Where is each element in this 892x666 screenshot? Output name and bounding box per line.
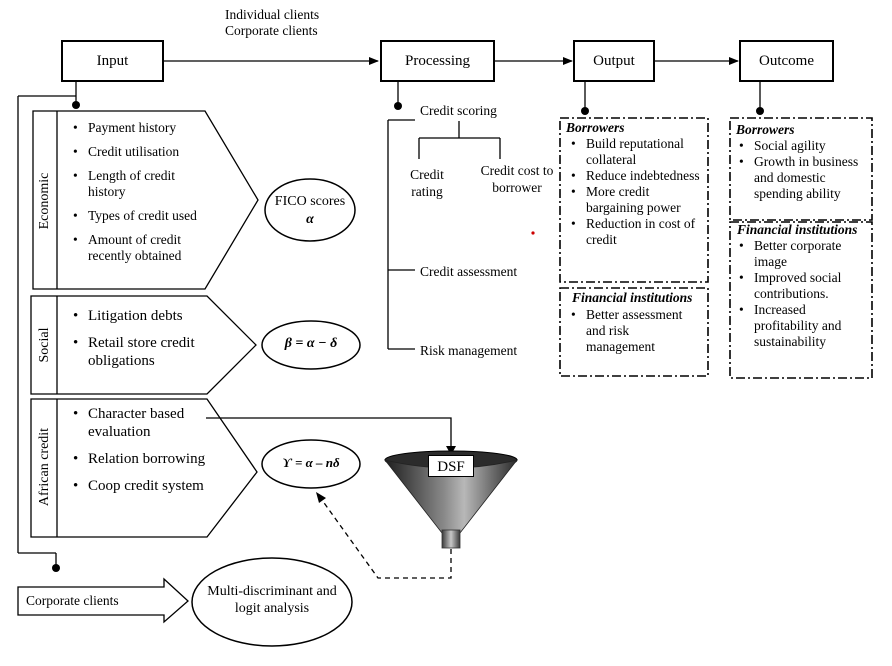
- beta-formula: β = α − δ: [284, 336, 338, 351]
- list-item: Better corporate image: [736, 238, 866, 270]
- risk-management-label: Risk management: [420, 343, 518, 358]
- top-label-corporate: Corporate clients: [225, 23, 318, 38]
- list-item: Increased profitability and sustainabili…: [736, 302, 866, 350]
- credit-rating-label: Credit rating: [410, 167, 444, 199]
- output-fi-title: Financial institutions: [572, 290, 693, 305]
- multi-discriminant-ellipse: [191, 557, 353, 647]
- stray-dot: [531, 231, 535, 235]
- output-borrowers-list: Build reputational collateral Reduce ind…: [568, 136, 706, 248]
- credit-scoring-label: Credit scoring: [420, 103, 497, 118]
- list-item: Payment history: [70, 120, 210, 136]
- list-item: Reduction in cost of credit: [568, 216, 706, 248]
- list-item: Reduce indebtedness: [568, 168, 706, 184]
- upsilon-formula: ϒ = α – nδ: [282, 455, 340, 470]
- fico-label: FICO scores: [274, 194, 346, 209]
- list-item: Relation borrowing: [70, 450, 210, 468]
- outcome-fi-box: [729, 221, 873, 379]
- dsf-label: DSF: [428, 455, 474, 477]
- list-item: Credit utilisation: [70, 144, 210, 160]
- social-label: Social: [37, 327, 52, 363]
- outcome-fi-list: Better corporate image Improved social c…: [736, 238, 866, 350]
- list-item: Coop credit system: [70, 477, 210, 495]
- list-item: Character based evaluation: [70, 405, 218, 441]
- corporate-clients-arrow: [17, 577, 189, 624]
- list-item: Amount of credit recently obtained: [70, 232, 213, 264]
- input-box: Input: [61, 40, 164, 82]
- outcome-borrowers-box: [729, 117, 873, 221]
- output-borrowers-box: [559, 117, 709, 283]
- alpha-symbol: α: [306, 212, 314, 227]
- social-list: Litigation debts Retail store credit obl…: [70, 307, 210, 370]
- outcome-borrowers-title: Borrowers: [736, 122, 795, 137]
- list-item: Better assessment and risk management: [568, 307, 698, 355]
- top-label-individual: Individual clients: [225, 7, 320, 22]
- economic-list: Payment history Credit utilisation Lengt…: [70, 120, 210, 264]
- corporate-clients-label: Corporate clients: [26, 593, 119, 608]
- fico-ellipse: [264, 178, 356, 242]
- beta-ellipse: [261, 320, 361, 370]
- economic-label: Economic: [37, 172, 52, 230]
- credit-cost-label: Credit cost to borrower: [480, 163, 554, 195]
- list-item: Build reputational collateral: [568, 136, 706, 168]
- list-item: Types of credit used: [70, 208, 210, 224]
- credit-assessment-label: Credit assessment: [420, 264, 518, 279]
- upsilon-ellipse: [261, 439, 361, 489]
- list-item: Length of credit history: [70, 168, 198, 200]
- output-fi-list: Better assessment and risk management: [568, 307, 698, 355]
- processing-box: Processing: [380, 40, 495, 82]
- list-item: Growth in business and domestic spending…: [736, 154, 868, 202]
- multi-discriminant-label: Multi-discriminant and logit analysis: [207, 584, 337, 616]
- list-item: Social agility: [736, 138, 868, 154]
- list-item: Retail store credit obligations: [70, 334, 228, 370]
- output-fi-box: [559, 287, 709, 377]
- output-borrowers-title: Borrowers: [566, 120, 625, 135]
- list-item: Litigation debts: [70, 307, 210, 325]
- outcome-box: Outcome: [739, 40, 834, 82]
- african-credit-label: African credit: [37, 427, 52, 507]
- output-box: Output: [573, 40, 655, 82]
- list-item: More credit bargaining power: [568, 184, 706, 216]
- list-item: Improved social contributions.: [736, 270, 866, 302]
- outcome-fi-title: Financial institutions: [737, 222, 858, 237]
- outcome-borrowers-list: Social agility Growth in business and do…: [736, 138, 868, 202]
- african-credit-list: Character based evaluation Relation borr…: [70, 405, 210, 495]
